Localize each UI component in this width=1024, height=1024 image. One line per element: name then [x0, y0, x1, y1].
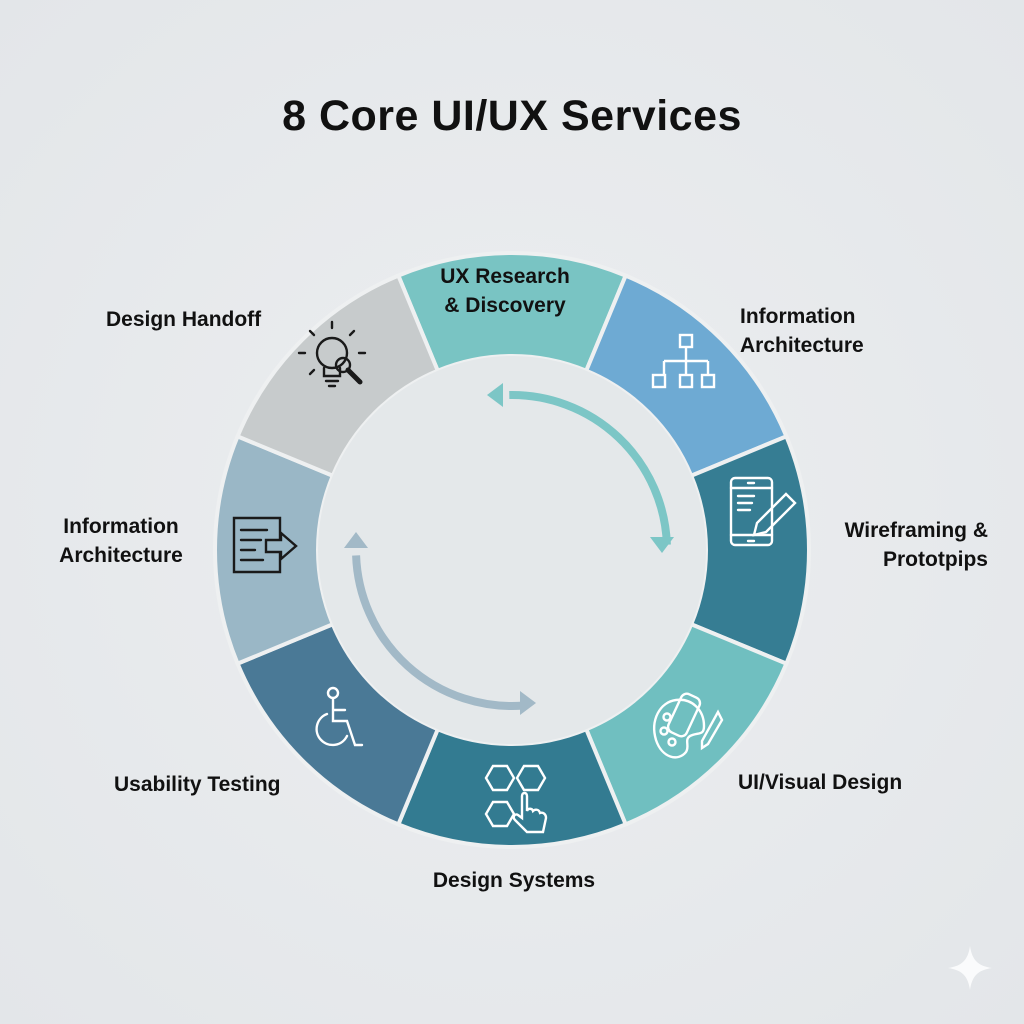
- cycle-arrow-teal: [509, 391, 671, 545]
- sparkle-icon: [948, 946, 992, 990]
- label-line: Wireframing &: [844, 519, 988, 542]
- arrowhead-down-icon: [650, 537, 674, 553]
- arrowhead-right-icon: [520, 691, 536, 715]
- label-wireframing: Wireframing & Prototpips: [845, 516, 988, 574]
- cycle-arrow-slate: [352, 555, 524, 710]
- label-line: Architecture: [740, 334, 864, 357]
- lightbulb-search-icon: [297, 320, 367, 388]
- label-line: UX Research: [440, 265, 570, 288]
- sitemap-icon: [651, 333, 716, 389]
- inner-circle: [318, 356, 706, 744]
- label-ux-research: UX Research & Discovery: [440, 262, 570, 320]
- label-ui-visual-design: UI/Visual Design: [738, 768, 902, 797]
- label-line: Information: [63, 515, 179, 538]
- label-line: & Discovery: [444, 294, 566, 317]
- document-export-icon: [232, 516, 298, 574]
- label-line: UI/Visual Design: [738, 771, 903, 794]
- label-design-systems: Design Systems: [433, 866, 595, 895]
- accessibility-icon: [315, 686, 364, 747]
- arrowhead-left-icon: [487, 383, 503, 407]
- page-title: 8 Core UI/UX Services: [282, 92, 742, 140]
- label-line: Prototpips: [883, 548, 988, 571]
- label-line: Design Handoff: [106, 308, 262, 331]
- label-line: Information: [740, 305, 856, 328]
- arrowhead-up-icon: [344, 532, 368, 548]
- label-usability-testing: Usability Testing: [114, 770, 280, 799]
- palette-brush-icon: [653, 692, 724, 759]
- label-line: Design Systems: [432, 869, 596, 892]
- label-design-handoff: Design Handoff: [106, 305, 261, 334]
- label-line: Usability Testing: [114, 773, 281, 796]
- hexagons-pointer-icon: [484, 764, 548, 834]
- phone-pencil-icon: [729, 476, 797, 547]
- label-line: Architecture: [59, 544, 183, 567]
